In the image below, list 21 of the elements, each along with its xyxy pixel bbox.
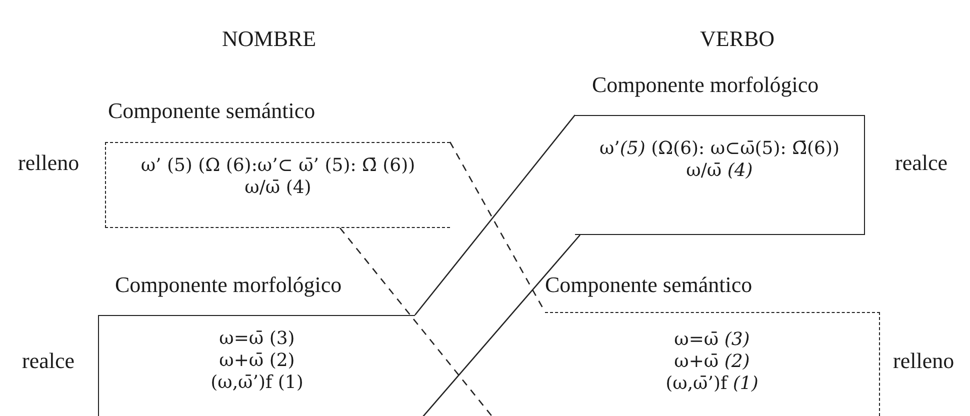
column-heading: NOMBRE <box>222 26 316 52</box>
side-label: relleno <box>893 348 954 374</box>
formula-text: ω+ω̄ (2) <box>219 350 295 372</box>
component-heading: Componente morfológico <box>115 272 342 298</box>
connector-line <box>414 114 576 316</box>
formula-text: (ω,ω̄’)f (1) <box>210 372 304 394</box>
component-heading: Componente semántico <box>108 98 316 124</box>
side-label: relleno <box>18 150 80 176</box>
component-heading: Componente morfológico <box>592 72 819 98</box>
column-heading: VERBO <box>700 26 775 52</box>
formula-text: (ω,ω̄’)f (1) <box>666 373 758 395</box>
component-heading: Componente semántico <box>545 272 752 298</box>
formula-text: ω’ (5) (Ω (6):ω’⊂ ω̄’ (5): Ω̄ (6)) <box>140 155 416 177</box>
formula-text: ω’(5) (Ω(6): ω⊂ω̄(5): Ω̄(6)) <box>599 138 840 160</box>
formula-text: ω=ω̄ (3) <box>219 328 295 350</box>
side-label: realce <box>895 150 948 176</box>
formula-text: ω/ω̄ (4) <box>244 177 312 199</box>
side-label: realce <box>22 348 74 374</box>
formula-text: ω+ω̄ (2) <box>674 351 750 373</box>
formula-text: ω=ω̄ (3) <box>674 329 750 351</box>
formula-text: ω/ω̄ (4) <box>686 160 753 182</box>
